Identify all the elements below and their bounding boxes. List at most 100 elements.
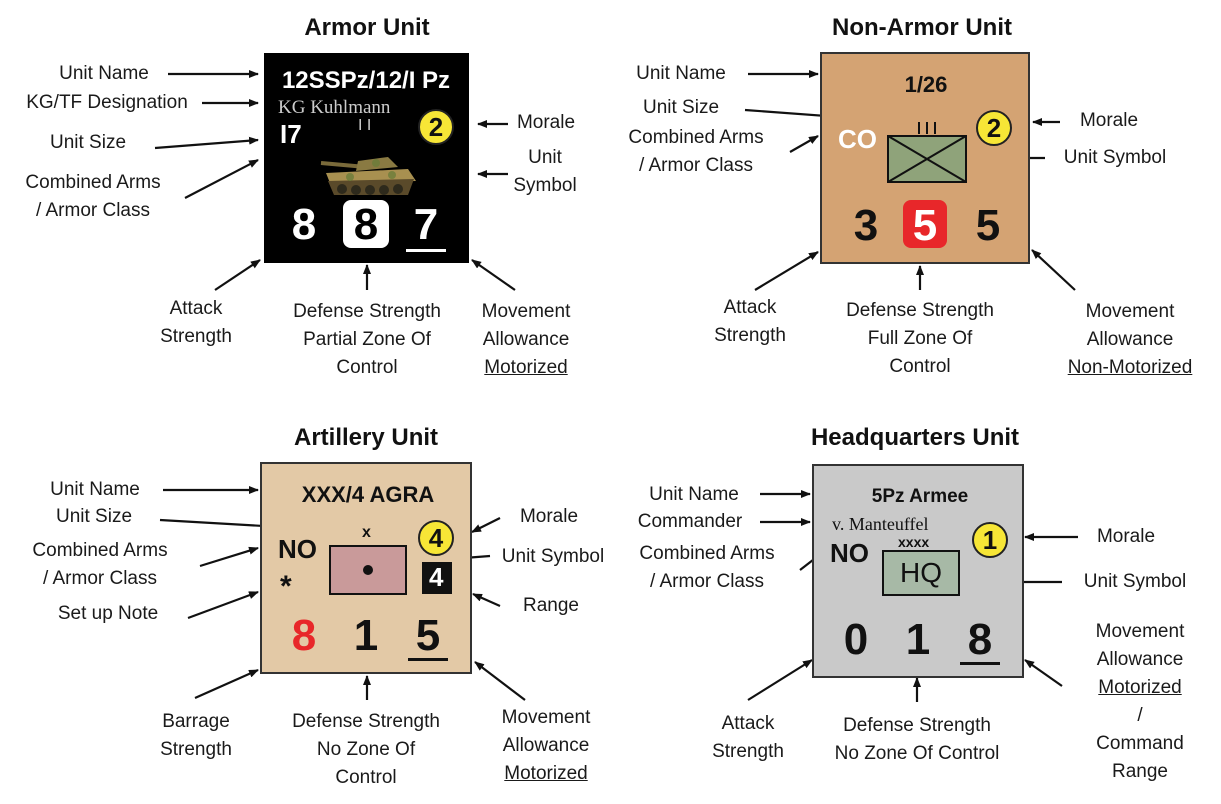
artillery-movement-value: 5	[415, 611, 441, 660]
armor-label-unit-name: Unit Name	[59, 63, 149, 84]
hq-label-combined-arms: Combined Arms/ Armor Class	[639, 543, 775, 592]
armor-label-morale: Morale	[516, 112, 576, 133]
artillery-symbol-icon	[329, 545, 407, 595]
hq-counter-commander: v. Manteuffel	[832, 514, 929, 534]
nonarmor-movement-value: 5	[975, 201, 1001, 250]
arrow-hq-attack	[747, 659, 813, 701]
artillery-counter-class: NO	[278, 534, 317, 564]
hq-counter: 5Pz Armee v. Manteuffel NO xxxx 1 HQ 0 1…	[812, 464, 1024, 678]
armor-defense-value: 8	[353, 200, 379, 249]
arrow-art-barrage	[194, 668, 259, 700]
hq-label-unit-name: Unit Name	[649, 484, 739, 505]
arrow-armor-attack	[214, 259, 261, 291]
artillery-label-combined-arms: Combined Arms/ Armor Class	[32, 540, 168, 589]
artillery-counter-note: *	[280, 570, 292, 603]
armor-counter: 12SSPz/12/I Pz KG Kuhlmann I I I7 2 8 8 …	[264, 53, 469, 263]
nonarmor-counter-name: 1/26	[904, 72, 948, 97]
arrow-art-setup	[187, 590, 259, 620]
armor-movement-value: 7	[413, 200, 439, 249]
hq-label-movement: Movement Allowance Motorized / Command R…	[1095, 621, 1185, 782]
arrow-art-morale	[471, 517, 501, 533]
nonarmor-counter-class: CO	[838, 124, 877, 154]
arrow-armor-unit-size	[154, 136, 259, 150]
armor-attack-value: 8	[291, 200, 317, 249]
arrow-art-combined-arms	[199, 546, 259, 568]
nonarmor-label-unit-name: Unit Name	[636, 63, 726, 84]
nonarmor-counter: 1/26 CO 2 3 5 5	[820, 52, 1030, 264]
artillery-label-symbol: Unit Symbol	[501, 546, 605, 567]
armor-label-kg: KG/TF Designation	[26, 92, 188, 113]
artillery-title: Artillery Unit	[293, 424, 439, 451]
hq-defense-value: 1	[905, 615, 931, 664]
artillery-size-mark: x	[362, 524, 371, 541]
nonarmor-defense-box	[903, 200, 947, 248]
armor-label-unit-size: Unit Size	[49, 132, 127, 153]
arrow-art-range	[472, 592, 501, 608]
armor-counter-class: I7	[280, 119, 302, 149]
armor-counter-size-mark: I I	[358, 117, 372, 134]
nonarmor-label-symbol: Unit Symbol	[1063, 147, 1167, 168]
hq-size-mark: xxxx	[898, 534, 930, 550]
armor-defense-box	[343, 200, 389, 248]
arrow-na-combined-arms	[789, 135, 819, 153]
artillery-counter-name: XXX/4 AGRA	[301, 482, 435, 507]
nonarmor-label-combined-arms: Combined Arms/ Armor Class	[628, 127, 764, 176]
infantry-symbol-icon	[887, 122, 967, 183]
armor-movement-underline	[406, 249, 446, 252]
hq-title: Headquarters Unit	[810, 424, 1020, 451]
armor-label-combined-arms: Combined Arms/ Armor Class	[25, 172, 161, 221]
arrow-armor-combined-arms	[184, 159, 259, 199]
artillery-movement-underline	[408, 658, 448, 661]
artillery-label-morale: Morale	[519, 506, 579, 527]
arrow-na-movement	[1031, 249, 1076, 291]
armor-counter-kg: KG Kuhlmann	[278, 97, 391, 118]
hq-movement-value: 8	[967, 615, 993, 664]
tank-icon	[320, 157, 416, 195]
hq-label-symbol: Unit Symbol	[1083, 571, 1187, 592]
nonarmor-label-morale: Morale	[1079, 110, 1139, 131]
hq-label-morale: Morale	[1096, 526, 1156, 547]
hq-movement-underline	[960, 662, 1000, 665]
nonarmor-defense-value: 5	[912, 201, 938, 250]
artillery-defense-value: 1	[353, 611, 379, 660]
artillery-morale-badge: 4	[418, 520, 454, 556]
arrow-armor-movement	[471, 259, 516, 291]
arrow-art-movement	[474, 661, 526, 701]
hq-label-commander: Commander	[637, 511, 743, 532]
nonarmor-label-unit-size: Unit Size	[642, 97, 720, 118]
hq-counter-class: NO	[830, 538, 869, 568]
artillery-label-setup: Set up Note	[57, 603, 159, 624]
artillery-counter: XXX/4 AGRA NO * x 4 4 8 1 5	[260, 462, 472, 674]
nonarmor-title: Non-Armor Unit	[832, 14, 1012, 41]
hq-attack-value: 0	[843, 615, 869, 664]
hq-counter-name: 5Pz Armee	[871, 486, 969, 507]
arrow-na-attack	[754, 251, 819, 291]
artillery-barrage-value: 8	[291, 611, 317, 660]
nonarmor-morale-badge: 2	[976, 110, 1012, 146]
artillery-label-unit-size: Unit Size	[55, 506, 133, 527]
hq-morale-badge: 1	[972, 522, 1008, 558]
armor-morale-badge: 2	[418, 109, 454, 145]
artillery-range-value: 4	[429, 562, 444, 592]
artillery-range-box	[422, 562, 452, 594]
hq-symbol-icon: HQ	[882, 550, 960, 596]
armor-title: Armor Unit	[304, 14, 430, 41]
nonarmor-attack-value: 3	[853, 201, 879, 250]
armor-counter-name: 12SSPz/12/I Pz	[281, 67, 451, 94]
artillery-label-range: Range	[523, 595, 579, 616]
artillery-label-unit-name: Unit Name	[50, 479, 140, 500]
arrow-hq-movement	[1024, 659, 1063, 687]
